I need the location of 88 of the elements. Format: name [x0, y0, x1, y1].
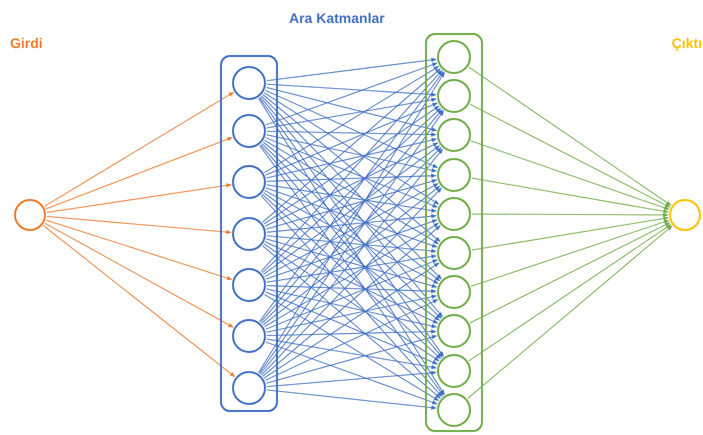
arrow [266, 285, 437, 294]
neuron-circle [437, 314, 471, 348]
arrow [470, 220, 670, 287]
neuron-circle [232, 371, 266, 405]
arrow [266, 288, 437, 328]
arrow [266, 138, 437, 178]
arrow [266, 134, 437, 172]
neuron-circle [669, 199, 701, 231]
neuron-circle [232, 217, 266, 251]
arrow [262, 245, 441, 399]
layer-box [220, 55, 278, 412]
arrow [266, 86, 438, 132]
arrow [266, 184, 437, 213]
arrow [265, 259, 438, 330]
arrow [266, 84, 437, 97]
arrow [266, 219, 438, 280]
arrow [46, 183, 232, 213]
arrow [264, 142, 438, 227]
arrow [266, 294, 437, 333]
arrow [266, 370, 437, 387]
arrow [467, 226, 672, 399]
arrow [264, 222, 439, 328]
arrow [470, 104, 670, 208]
arrow [264, 262, 440, 379]
arrow [266, 254, 437, 283]
arrow [266, 335, 438, 384]
arrow [266, 58, 437, 82]
neuron-circle [437, 393, 471, 427]
arrow [265, 342, 438, 404]
output-label: Çıktı [672, 35, 702, 51]
neuron-circle [437, 158, 471, 192]
arrow [266, 214, 437, 233]
arrow [264, 66, 440, 174]
arrow [266, 187, 438, 248]
arrow [266, 174, 437, 182]
arrow [471, 178, 669, 214]
neuron-circle [232, 165, 266, 199]
input-label: Girdi [10, 35, 43, 51]
arrow [468, 224, 672, 362]
arrow [262, 94, 441, 242]
arrow [44, 222, 234, 328]
arrow [262, 225, 441, 377]
arrow [263, 106, 440, 224]
arrow [44, 92, 234, 207]
arrow [468, 66, 672, 206]
arrow [262, 68, 441, 223]
arrow [266, 338, 437, 370]
neuron-circle [437, 275, 471, 309]
neuron-circle [232, 268, 266, 302]
neuron-circle [437, 40, 471, 74]
arrow [46, 216, 232, 234]
neuron-circle [232, 114, 266, 148]
arrow [264, 241, 438, 324]
arrow [264, 90, 438, 168]
arrow [266, 389, 437, 410]
arrow [472, 212, 669, 218]
neuron-circle [232, 319, 266, 353]
arrow [264, 244, 440, 362]
arrow [266, 130, 437, 137]
arrow [264, 294, 440, 402]
arrow [471, 216, 669, 251]
arrow [45, 137, 233, 210]
arrow [42, 225, 236, 378]
neuron-circle [232, 66, 266, 100]
arrow [265, 292, 438, 364]
arrow [265, 137, 438, 208]
arrow [266, 179, 438, 230]
arrow [266, 98, 437, 128]
arrow [470, 222, 670, 324]
neuron-circle [437, 79, 471, 113]
arrow [264, 92, 440, 205]
arrow [265, 62, 438, 126]
neuron-circle [437, 236, 471, 270]
hidden-layers-label: Ara Katmanlar [289, 10, 385, 26]
arrow [265, 102, 438, 176]
neuron-circle [14, 199, 46, 231]
layer-box [425, 33, 483, 432]
neuron-circle [437, 354, 471, 388]
arrow [266, 235, 437, 254]
arrow [264, 140, 439, 244]
arrow [266, 238, 438, 288]
neuron-circle [437, 197, 471, 231]
arrow [266, 329, 437, 336]
arrow [46, 220, 232, 280]
arrow [470, 140, 670, 210]
arrow [264, 299, 438, 381]
neuron-circle [437, 118, 471, 152]
arrow [260, 70, 442, 272]
